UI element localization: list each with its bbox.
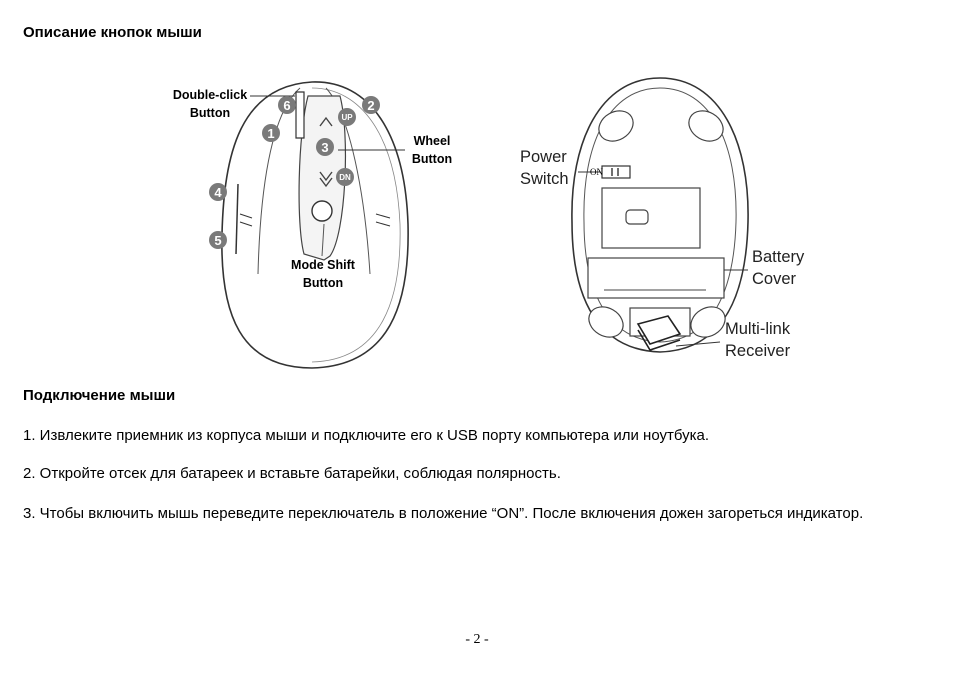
label-double-click-button: Double-click Button [172, 88, 248, 120]
section-title-buttons: Описание кнопок мыши [23, 24, 202, 41]
marker-5: 5 [209, 231, 227, 249]
marker-up: UP [338, 108, 356, 126]
power-switch-on-text: ON [590, 167, 603, 177]
step-1: 1. Извлеките приемник из корпуса мыши и … [23, 427, 710, 444]
label-battery-cover: Battery Cover [752, 248, 805, 288]
marker-6: 6 [278, 96, 296, 114]
section-title-connect: Подключение мыши [23, 387, 176, 404]
label-wheel-button: Wheel Button [411, 134, 453, 166]
label-multi-link-receiver: Multi-link Receiver [725, 320, 791, 360]
marker-2: 2 [362, 96, 380, 114]
mouse-top-view-illustration [221, 81, 409, 369]
step-2: 2. Откройте отсек для батареек и вставьт… [23, 465, 561, 482]
marker-4: 4 [209, 183, 227, 201]
marker-3: 3 [316, 138, 334, 156]
step-3: 3. Чтобы включить мышь переведите перекл… [23, 505, 864, 522]
marker-1: 1 [262, 124, 280, 142]
page-number: - 2 - [465, 632, 489, 647]
label-mode-shift-button: Mode Shift Button [291, 258, 355, 290]
marker-dn: DN [336, 168, 354, 186]
label-power-switch: Power Switch [520, 148, 569, 188]
mouse-bottom-view-illustration [571, 77, 749, 353]
